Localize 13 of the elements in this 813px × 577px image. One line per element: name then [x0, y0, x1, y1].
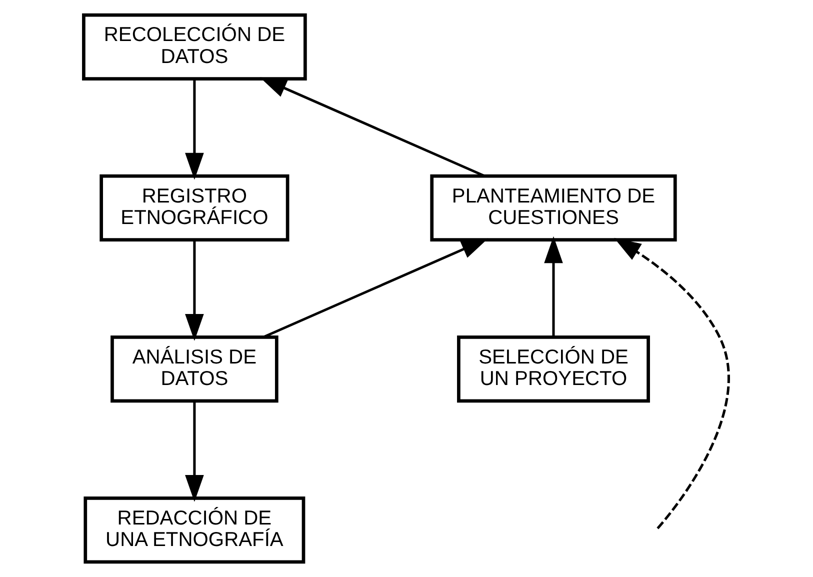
node-box: ANÁLISIS DE DATOS: [110, 335, 278, 403]
arrow: [185, 401, 204, 502]
node-box: PLANTEAMIENTO DE CUESTIONES: [430, 174, 677, 242]
node-box: REDACCIÓN DE UNA ETNOGRAFÍA: [84, 496, 306, 564]
arrow: [185, 240, 204, 341]
node-box: SELECCIÓN DE UN PROYECTO: [457, 335, 650, 403]
node-box: RECOLECCIÓN DE DATOS: [82, 13, 307, 80]
arrow: [614, 238, 730, 530]
node-box: REGISTRO ETNOGRÁFICO: [100, 174, 290, 242]
arrow: [263, 238, 488, 338]
arrow: [544, 236, 563, 338]
arrow: [260, 77, 485, 178]
arrow: [185, 78, 204, 180]
